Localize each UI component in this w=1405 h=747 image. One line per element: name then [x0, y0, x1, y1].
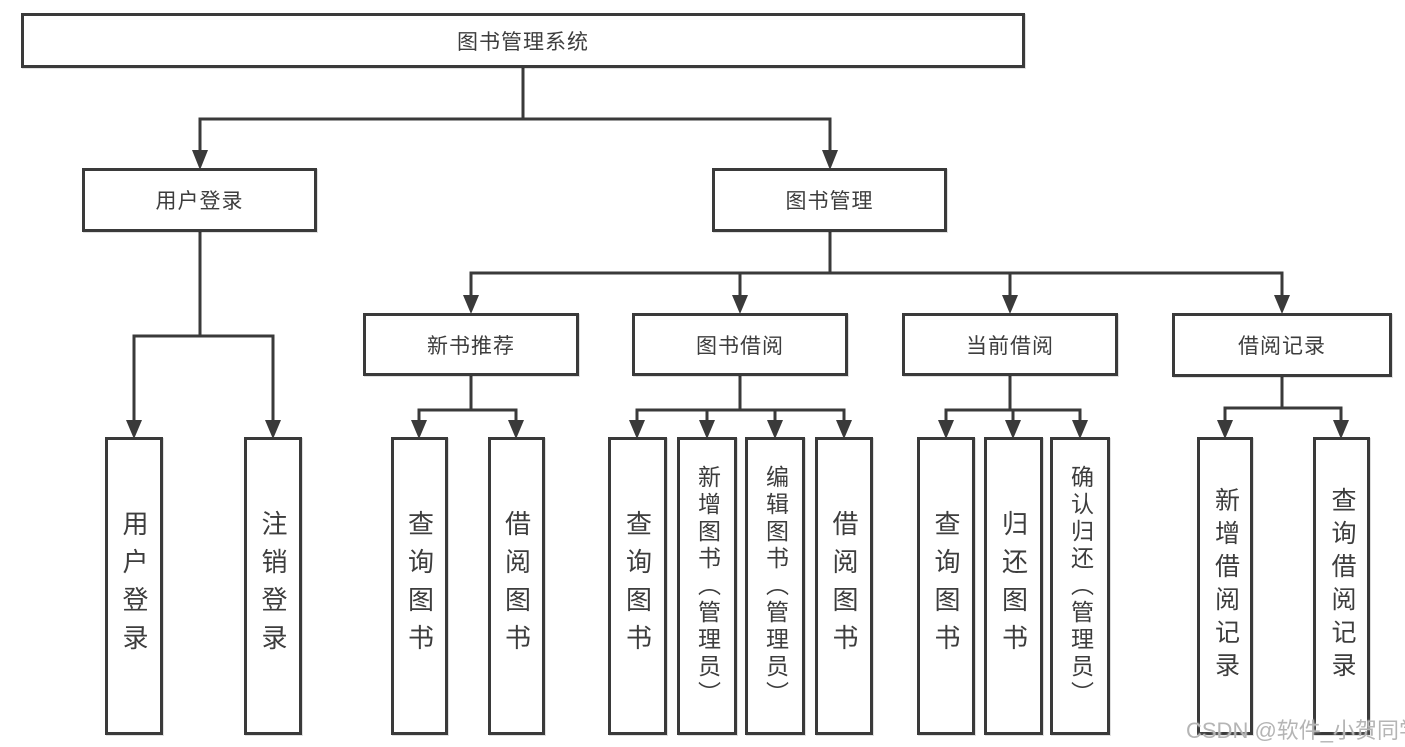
leaf-book-borrow-add-admin: 新增图书（管理员）: [677, 437, 737, 735]
leaf-current-borrow-confirm-admin-label: 确认归还（管理员）: [1067, 464, 1094, 708]
leaf-new-books-query-label: 查询图书: [404, 510, 435, 662]
node-book-borrow-label: 图书借阅: [696, 334, 784, 358]
leaf-current-borrow-confirm-admin: 确认归还（管理员）: [1050, 437, 1110, 735]
node-current-borrow-label: 当前借阅: [966, 334, 1054, 358]
leaf-user-login-label: 用户登录: [119, 510, 149, 662]
leaf-current-borrow-query: 查询图书: [917, 437, 975, 735]
node-book-management-label: 图书管理: [785, 190, 874, 213]
leaf-logout: 注销登录: [244, 437, 302, 735]
leaf-current-borrow-query-label: 查询图书: [931, 510, 961, 662]
arrowheads: [126, 150, 1349, 439]
node-book-borrow: 图书借阅: [632, 313, 848, 376]
node-borrow-records-label: 借阅记录: [1238, 335, 1326, 358]
leaf-logout-label: 注销登录: [258, 510, 288, 662]
leaf-new-books-borrow-label: 借阅图书: [501, 510, 532, 662]
leaf-new-books-borrow: 借阅图书: [488, 437, 545, 735]
node-current-borrow: 当前借阅: [902, 313, 1118, 376]
leaf-book-borrow-edit-admin: 编辑图书（管理员）: [745, 437, 805, 735]
leaf-user-login: 用户登录: [105, 437, 163, 735]
leaf-borrow-records-add: 新增借阅记录: [1197, 437, 1253, 735]
node-user-login-label: 用户登录: [155, 190, 244, 213]
node-new-book-recommend-label: 新书推荐: [427, 334, 515, 358]
leaf-current-borrow-return-label: 归还图书: [998, 510, 1029, 662]
leaf-book-borrow-edit-admin-label: 编辑图书（管理员）: [762, 464, 789, 708]
leaf-borrow-records-query-label: 查询借阅记录: [1328, 487, 1356, 685]
leaf-new-books-query: 查询图书: [391, 437, 448, 735]
leaf-borrow-records-query: 查询借阅记录: [1313, 437, 1370, 735]
leaf-book-borrow-query: 查询图书: [608, 437, 667, 735]
node-user-login: 用户登录: [82, 168, 317, 232]
leaf-book-borrow-borrow: 借阅图书: [815, 437, 873, 735]
leaf-borrow-records-add-label: 新增借阅记录: [1211, 487, 1240, 685]
csdn-watermark: CSDN @软件_小贺同学: [1186, 718, 1405, 743]
leaf-book-borrow-add-admin-label: 新增图书（管理员）: [694, 464, 721, 708]
node-root-label: 图书管理系统: [457, 30, 589, 54]
node-root: 图书管理系统: [21, 13, 1025, 68]
leaf-book-borrow-query-label: 查询图书: [622, 510, 653, 662]
leaf-current-borrow-return: 归还图书: [984, 437, 1043, 735]
leaf-book-borrow-borrow-label: 借阅图书: [829, 510, 859, 662]
node-borrow-records: 借阅记录: [1172, 313, 1392, 377]
node-new-book-recommend: 新书推荐: [363, 313, 579, 376]
node-book-management: 图书管理: [712, 168, 947, 232]
